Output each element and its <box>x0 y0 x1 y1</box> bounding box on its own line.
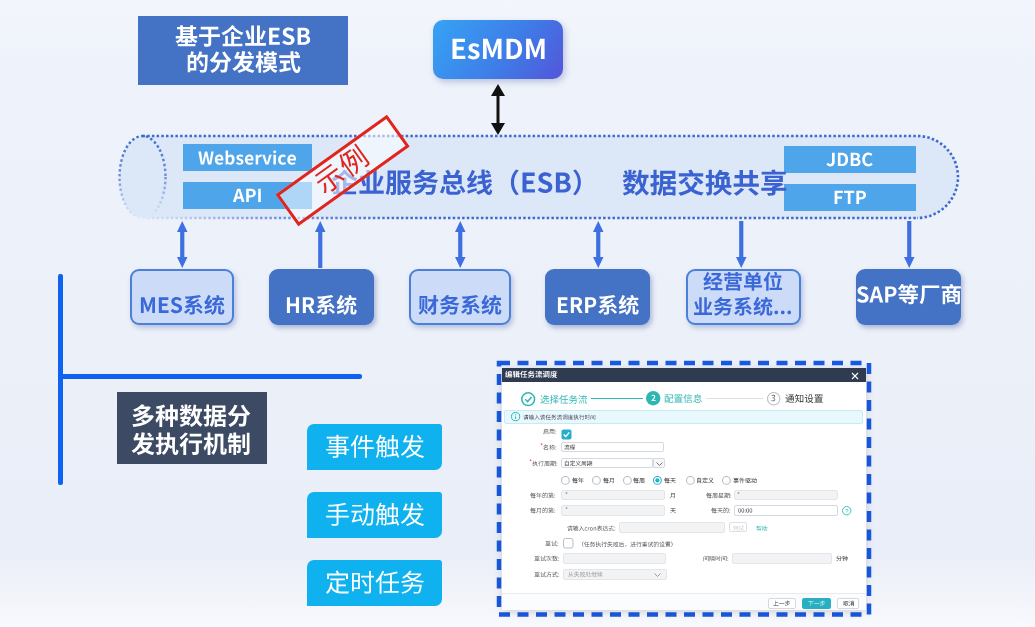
svg-text:?: ? <box>845 508 849 514</box>
